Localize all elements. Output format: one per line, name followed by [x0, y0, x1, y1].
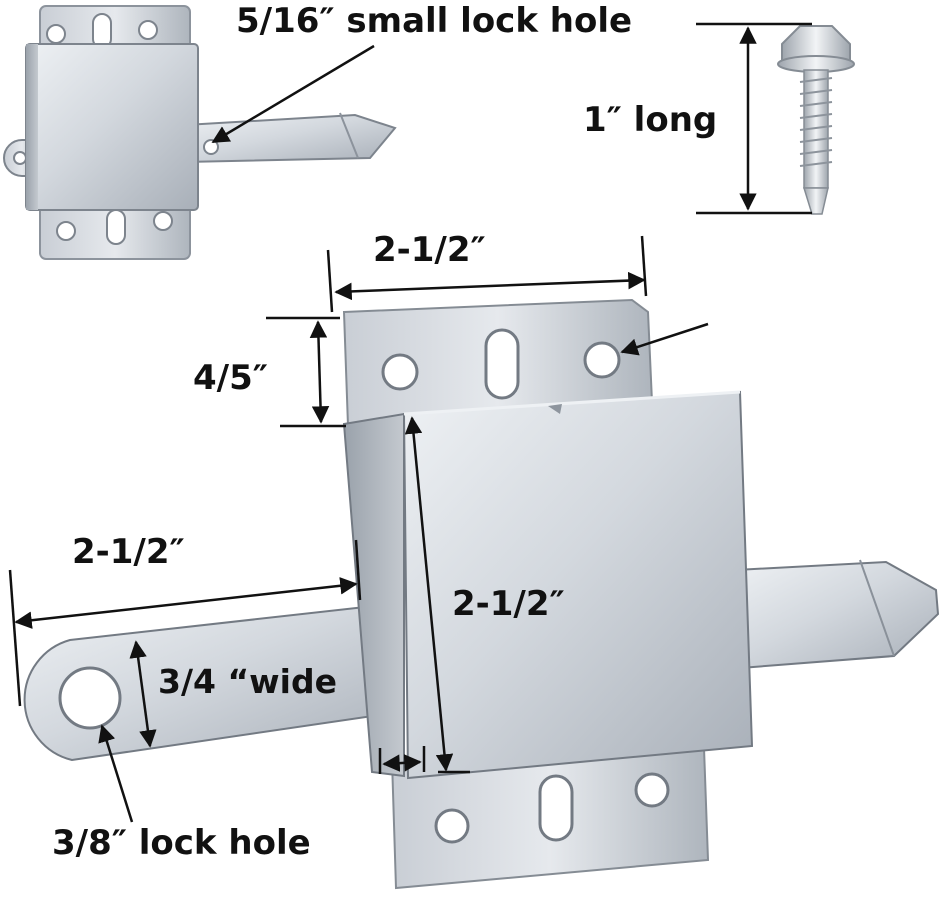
bolt-length-label: 2-1/2″ [72, 532, 185, 572]
bolt-width-label: 3/4 “wide [158, 662, 337, 701]
top-plate-width-label: 2-1/2″ [373, 230, 486, 270]
body-height-label: 2-1/2″ [452, 584, 565, 624]
bolt-lock-hole-label: 3/8″ lock hole [52, 823, 311, 863]
small-latch-photo [3, 5, 397, 260]
dimension-lines [8, 22, 812, 823]
screw-length-label: 1″ long [583, 100, 718, 140]
small-lock-hole-label: 5/16″ small lock hole [236, 1, 633, 41]
top-plate-height-label: 4/5″ [193, 358, 268, 398]
screw-photo [777, 25, 855, 215]
large-latch-photo [23, 298, 940, 890]
